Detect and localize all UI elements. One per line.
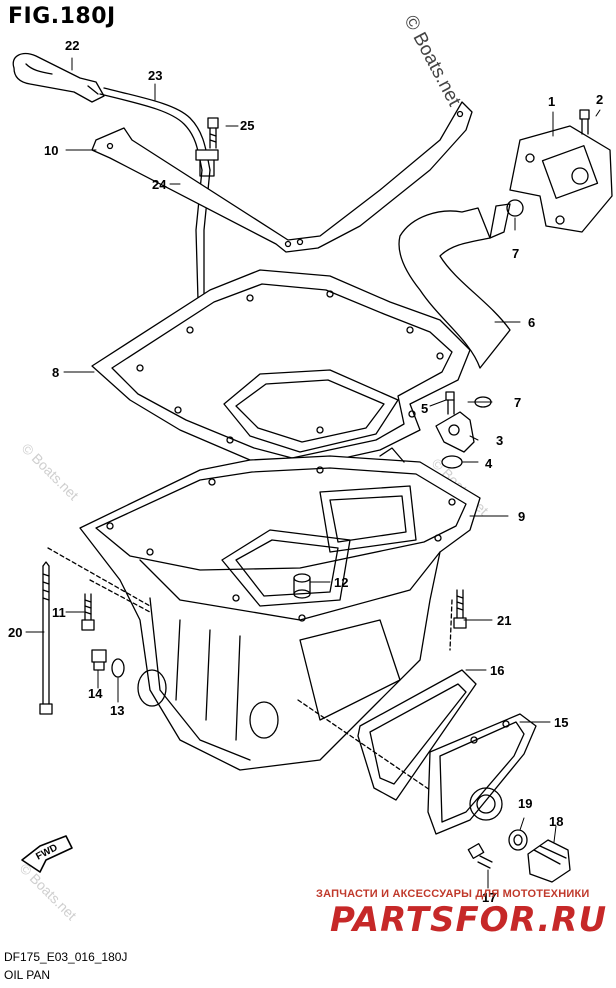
bolt-25 xyxy=(207,117,219,149)
callout-8: 8 xyxy=(52,365,60,380)
drain-plug-18 xyxy=(527,839,571,883)
callout-18: 18 xyxy=(549,814,564,829)
callout-2: 2 xyxy=(596,92,604,107)
callout-19: 19 xyxy=(518,796,533,811)
callout-9: 9 xyxy=(518,509,526,524)
dashed-guide xyxy=(47,547,453,791)
callout-24: 24 xyxy=(152,177,167,192)
dipstick-handle xyxy=(12,53,105,103)
callout-12: 12 xyxy=(334,575,349,590)
callout-15: 15 xyxy=(554,715,569,730)
bracket-1 xyxy=(509,125,613,233)
oil-pan-body-9 xyxy=(79,447,481,771)
figure-title: FIG.180J xyxy=(8,4,116,29)
o-ring-7-upper xyxy=(506,199,524,217)
callout-7-upper: 7 xyxy=(512,246,520,261)
callout-4: 4 xyxy=(485,456,493,471)
shop-logo: PARTSFOR.RU xyxy=(330,900,608,940)
callout-20: 20 xyxy=(8,625,23,640)
callout-5: 5 xyxy=(421,401,429,416)
bolt-17 xyxy=(467,843,493,869)
callout-22: 22 xyxy=(65,38,80,53)
callout-23: 23 xyxy=(148,68,163,83)
upper-gasket-8 xyxy=(91,269,471,471)
o-ring-4 xyxy=(441,455,463,469)
bolt-5 xyxy=(445,391,455,415)
callout-11: 11 xyxy=(52,605,66,620)
fwd-arrow-icon: FWD xyxy=(21,835,73,873)
callout-14: 14 xyxy=(88,686,103,701)
callout-6: 6 xyxy=(528,315,536,330)
washer-19 xyxy=(508,829,528,851)
plug-12 xyxy=(293,573,311,599)
callout-21: 21 xyxy=(497,613,512,628)
long-bolt-20 xyxy=(39,561,53,715)
callout-7-lower: 7 xyxy=(514,395,522,410)
leader-lines xyxy=(25,57,601,889)
diagram-caption: OIL PAN xyxy=(4,968,51,982)
washer-13 xyxy=(111,658,125,678)
callout-10: 10 xyxy=(44,143,59,158)
callout-25: 25 xyxy=(240,118,255,133)
bolt-21 xyxy=(453,589,467,629)
callout-1: 1 xyxy=(548,94,556,109)
elbow-fitting-3 xyxy=(435,411,475,453)
callout-13: 13 xyxy=(110,703,125,718)
cover-gasket-16 xyxy=(357,669,477,801)
washer-19-inner xyxy=(513,834,523,846)
bolt-11 xyxy=(81,593,95,631)
hose-6 xyxy=(398,203,511,369)
shop-tagline: ЗАПЧАСТИ И АКСЕССУАРЫ ДЛЯ МОТОТЕХНИКИ xyxy=(316,888,590,900)
callout-17: 17 xyxy=(482,890,497,905)
callout-3: 3 xyxy=(496,433,504,448)
cover-plate-15 xyxy=(427,713,537,835)
callout-16: 16 xyxy=(490,663,505,678)
gasket-strip-10 xyxy=(91,101,473,253)
diagram-code: DF175_E03_016_180J xyxy=(4,950,128,964)
plug-14 xyxy=(91,649,107,671)
bolt-2 xyxy=(579,109,590,135)
